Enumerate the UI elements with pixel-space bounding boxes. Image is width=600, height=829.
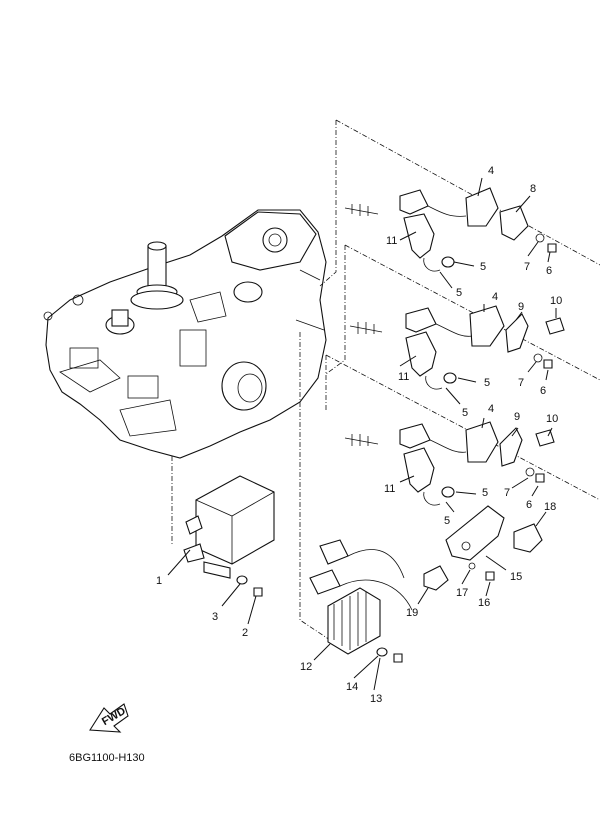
rectifier-regulator-illustration (309, 539, 413, 663)
callout-leaders (167, 177, 557, 691)
callout-11-row3: 11 (384, 483, 395, 495)
callout-13: 13 (370, 693, 382, 705)
callout-4-row2: 4 (492, 291, 498, 303)
callout-10-row3: 10 (546, 413, 558, 425)
callout-5-row3b: 5 (444, 515, 450, 527)
callout-6-row3: 6 (526, 499, 532, 511)
callout-6-row1: 6 (546, 265, 552, 277)
engine-block-illustration (43, 209, 327, 459)
callout-1: 1 (156, 575, 162, 587)
callout-7-row3: 7 (504, 487, 510, 499)
callout-9-row2: 9 (518, 301, 524, 313)
ignition-coil-assembly-2 (349, 305, 565, 390)
ignition-coil-assembly-1 (344, 187, 557, 272)
callout-11-row1: 11 (386, 235, 397, 247)
callout-11-row2: 11 (398, 371, 409, 383)
callout-5-row1a: 5 (456, 287, 462, 299)
callout-7-row2: 7 (518, 377, 524, 389)
fwd-arrow-icon: FWD (89, 703, 129, 733)
callout-5-row2b: 5 (462, 407, 468, 419)
callout-7-row1: 7 (524, 261, 530, 273)
bracket-clamp-assembly (423, 505, 543, 591)
callout-5-row1b: 5 (480, 261, 486, 273)
callout-2: 2 (242, 627, 248, 639)
callout-3: 3 (212, 611, 218, 623)
callout-12: 12 (300, 661, 312, 673)
callout-4-row3: 4 (488, 403, 494, 415)
callout-14: 14 (346, 681, 358, 693)
callout-5-row2a: 5 (484, 377, 490, 389)
callout-numbers: 1 2 3 4 5 5 6 7 8 11 4 9 10 11 5 7 6 5 4… (156, 165, 562, 705)
callout-19: 19 (406, 607, 418, 619)
callout-9-row3: 9 (514, 411, 520, 423)
callout-6-row2: 6 (540, 385, 546, 397)
ignition-coil-assembly-3 (344, 421, 555, 506)
callout-17: 17 (456, 587, 468, 599)
callout-4-row1: 4 (488, 165, 494, 177)
callout-16: 16 (478, 597, 490, 609)
callout-18: 18 (544, 501, 556, 513)
cdi-unit-illustration (183, 475, 275, 597)
callout-10-row2: 10 (550, 295, 562, 307)
callout-15: 15 (510, 571, 522, 583)
assembly-leader-lines (171, 119, 600, 641)
diagram-code: 6BG1100-H130 (69, 752, 145, 764)
callout-5-row3a: 5 (482, 487, 488, 499)
callout-8: 8 (530, 183, 536, 195)
